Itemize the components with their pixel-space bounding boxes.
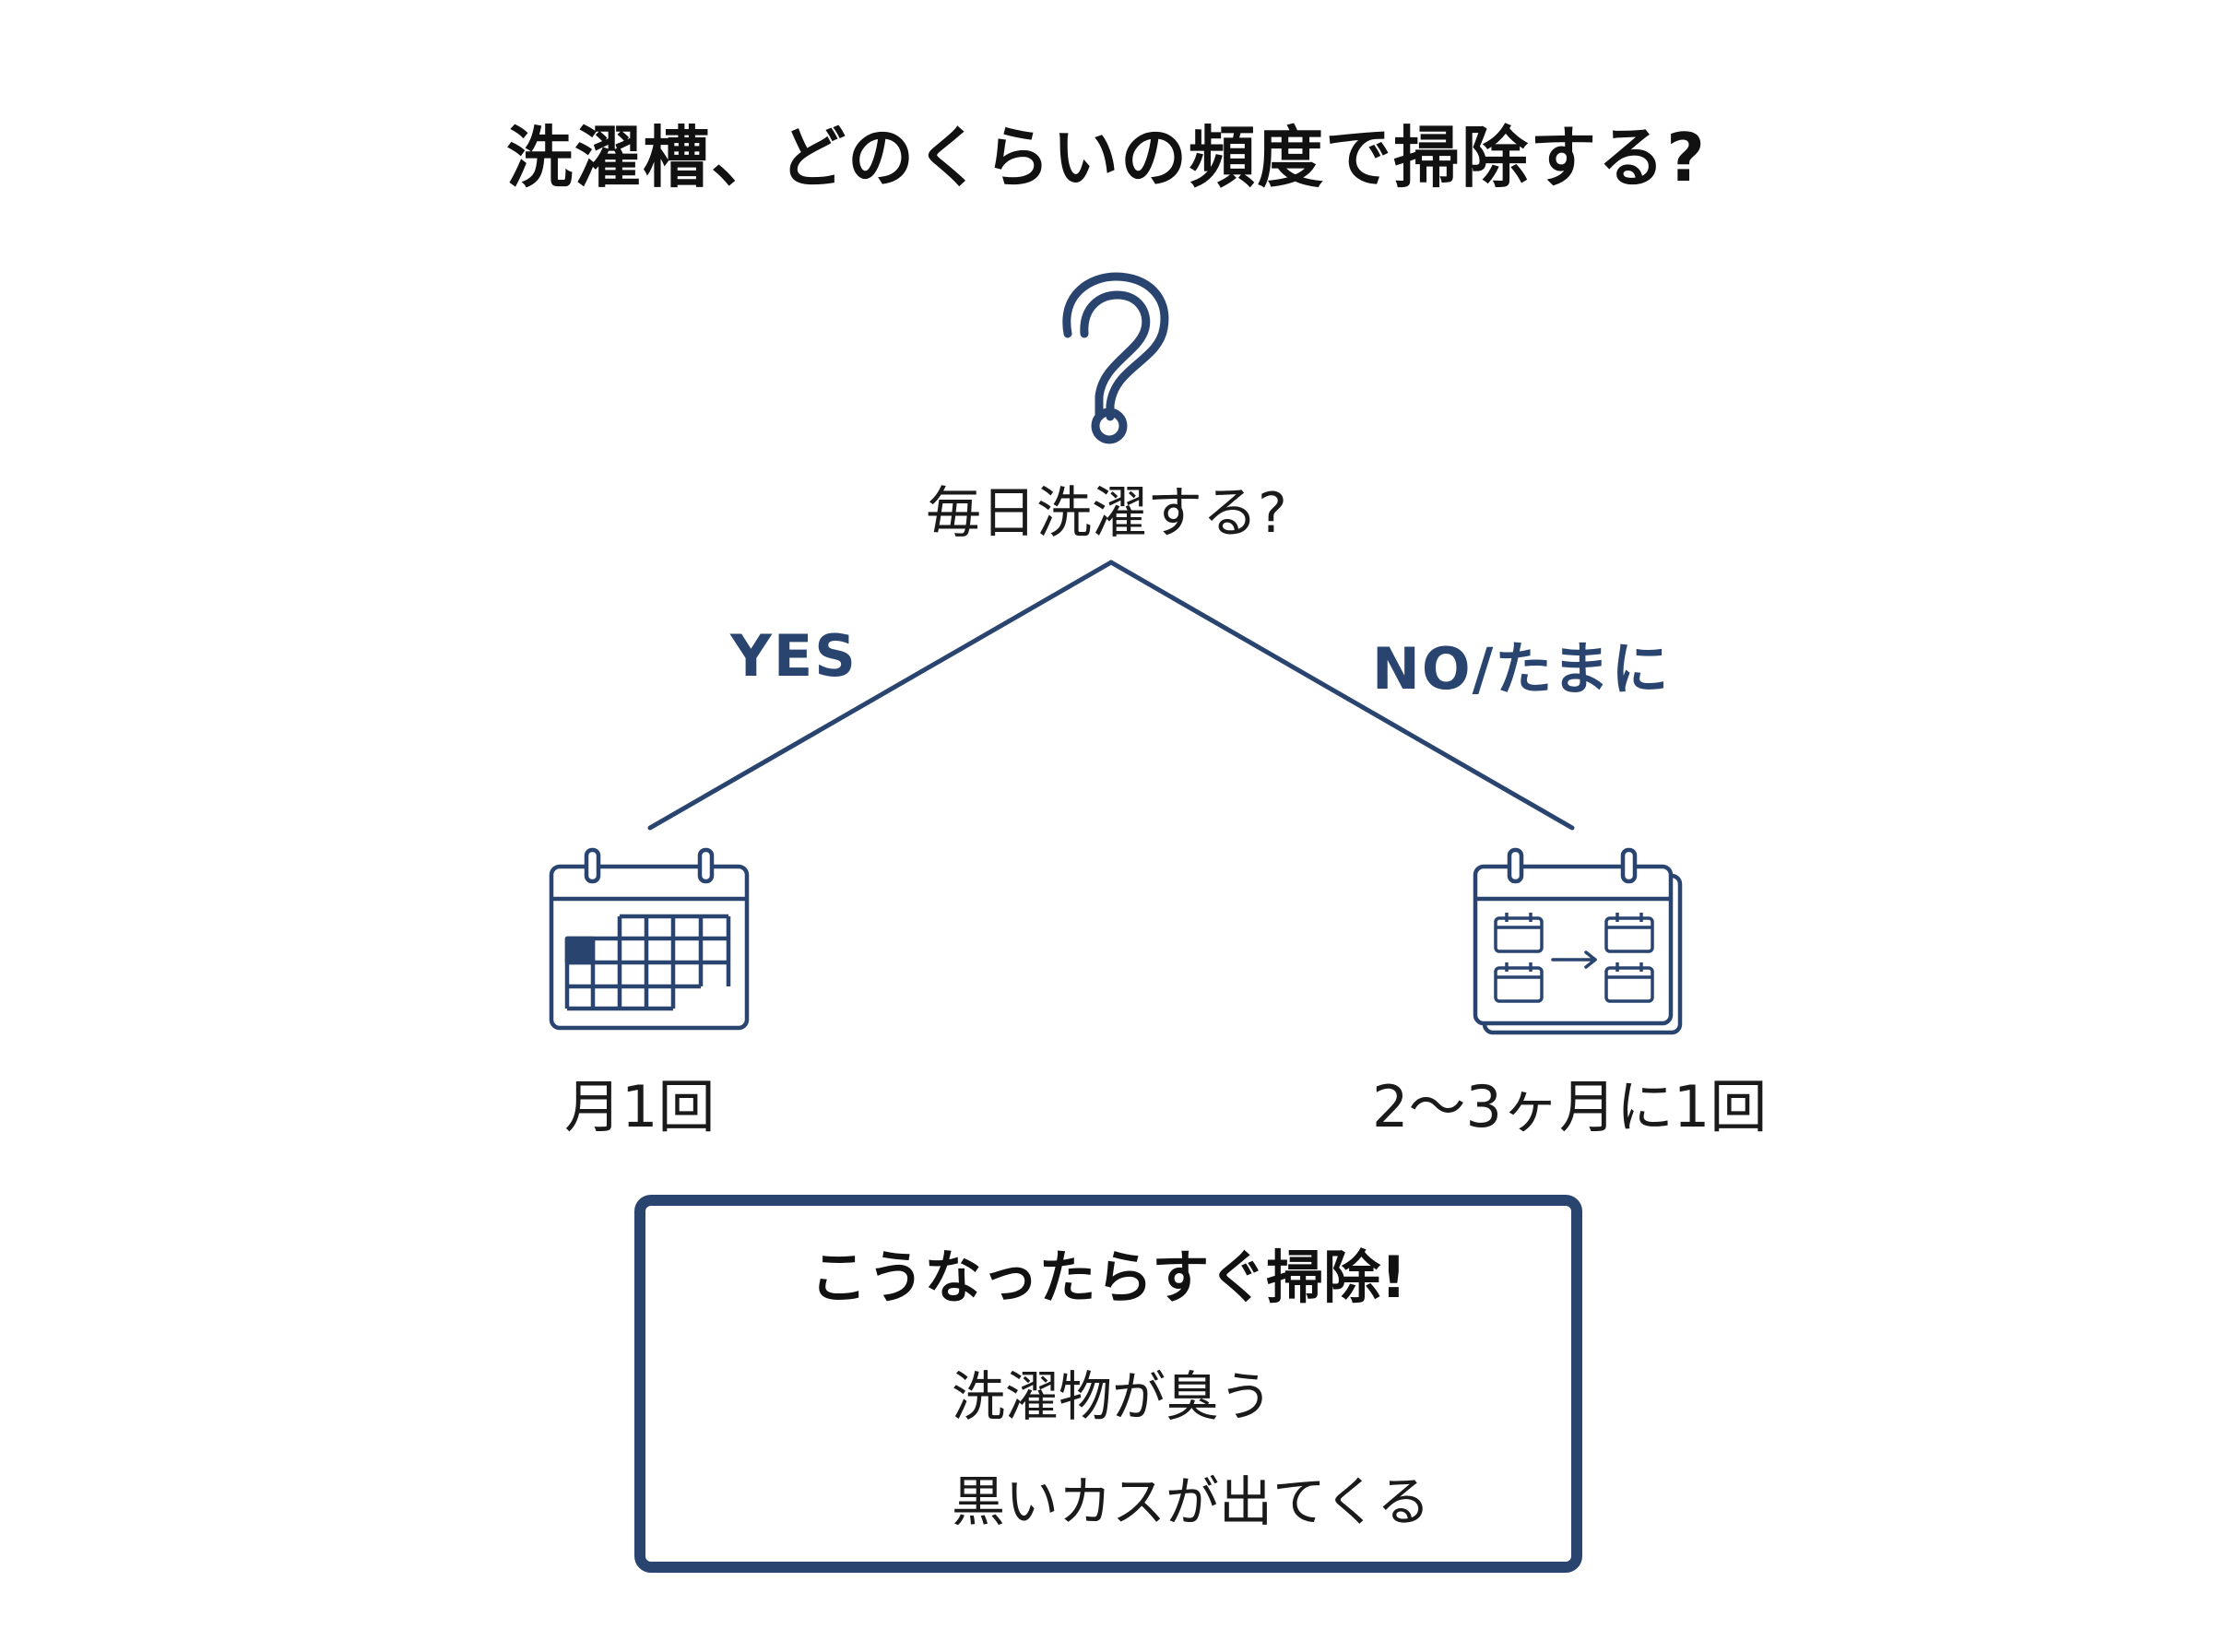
result-bimonthly: 2〜3ヶ月に1回 [1372, 1073, 1768, 1140]
result-monthly: 月1回 [564, 1073, 716, 1140]
calendar-monthly-icon [549, 847, 750, 1031]
alert-item-smell: 洗濯物が臭う [952, 1365, 1273, 1428]
question-mark-icon [1062, 272, 1169, 444]
branch-label-no: NO/たまに [1372, 635, 1671, 702]
branch-line-no [1108, 560, 1575, 831]
alert-box [634, 1195, 1582, 1573]
alert-box-title: こうなったらすぐ掃除! [810, 1244, 1407, 1311]
alert-item-residue: 黒いカスが出てくる [952, 1470, 1431, 1533]
arrow-right-icon [1551, 950, 1597, 969]
calendar-bimonthly-icon [1473, 847, 1683, 1035]
page-title: 洗濯槽、どのくらいの頻度で掃除する? [506, 119, 1707, 196]
branch-line-yes [647, 560, 1114, 831]
branch-lines [647, 560, 1575, 831]
branch-label-yes: YES [730, 622, 858, 690]
question-text: 毎日洗濯する? [926, 481, 1287, 546]
